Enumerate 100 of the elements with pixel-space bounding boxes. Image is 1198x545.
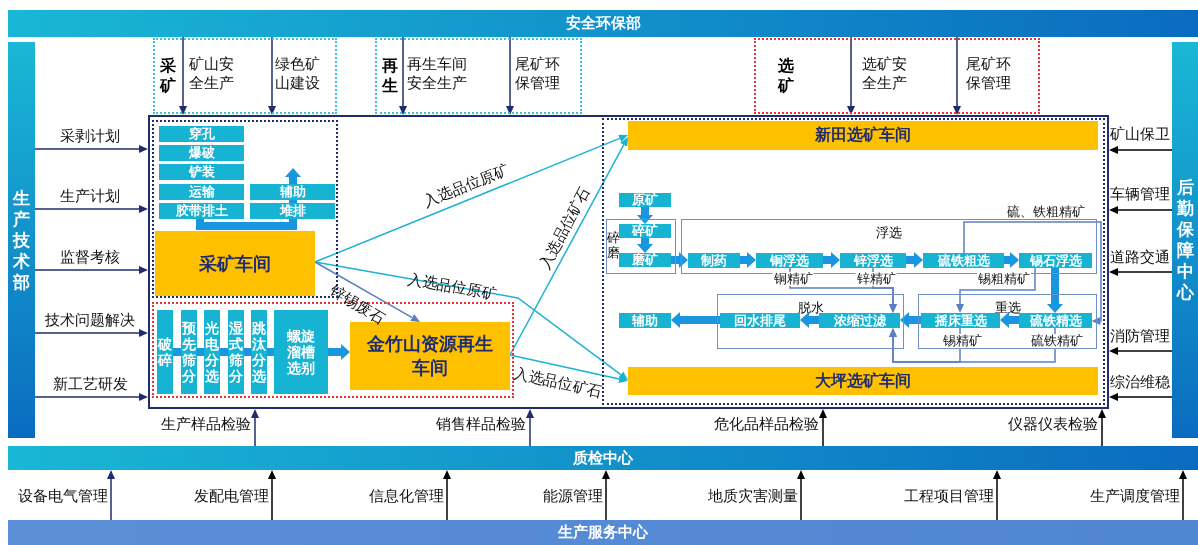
process-step: 跳汰分选 <box>251 310 267 394</box>
arrow <box>993 470 1001 521</box>
flow-arrow <box>196 168 301 230</box>
flow-bar <box>173 348 181 356</box>
flow-arrow <box>671 312 720 328</box>
arrow <box>526 409 534 447</box>
arrow <box>34 266 148 274</box>
arrow <box>602 470 610 521</box>
group-title: 浮选 <box>875 225 903 240</box>
edge-label: 综治维稳 <box>1110 372 1170 392</box>
department-bar: 质检中心 <box>8 446 1198 470</box>
edge-label: 选矿安全生产 <box>862 55 908 93</box>
process-step: 铜浮选 <box>756 253 823 268</box>
process-step: 摇床重选 <box>921 313 1000 328</box>
process-step: 光电分选 <box>204 310 220 394</box>
edge-label: 危化品样品检验 <box>714 414 819 434</box>
arrow <box>268 36 276 115</box>
process-step: 胶带排土 <box>159 203 244 219</box>
arrow <box>399 36 407 115</box>
edge-label: 新工艺研发 <box>52 374 128 394</box>
flow-bar <box>244 348 251 356</box>
process-step: 硫铁粗选 <box>923 253 1004 268</box>
edge-label: 锌精矿 <box>855 272 897 286</box>
group-title: 脱水 <box>796 300 825 315</box>
edge-label: 采剥计划 <box>60 126 120 146</box>
main-frame <box>148 115 1109 409</box>
arrow <box>268 470 276 521</box>
process-group-frame <box>606 219 676 274</box>
section-title: 再生 <box>381 56 399 96</box>
arrow <box>509 137 628 356</box>
arrow <box>34 145 148 153</box>
group-title: 碎磨 <box>607 230 620 260</box>
process-step: 制药 <box>688 253 740 268</box>
edge-label: 矿山安全生产 <box>189 55 235 93</box>
flow-arrow <box>906 252 923 268</box>
edge-label: 能源管理 <box>543 486 603 506</box>
arrow <box>1179 470 1187 521</box>
edge-label: 监督考核 <box>60 247 120 267</box>
edge-label: 尾矿环保管理 <box>515 55 561 93</box>
edge-label: 入选品位矿石 <box>512 364 604 402</box>
edge-label: 生产样品检验 <box>161 414 251 434</box>
process-step: 爆破 <box>159 145 244 161</box>
flow-bar <box>220 348 228 356</box>
department-bar: 后勤保障中心 <box>1172 42 1198 438</box>
edge-label: 硫铁精矿 <box>1030 334 1084 348</box>
edge-label: 锡精矿 <box>941 334 983 348</box>
arrow <box>1109 146 1173 154</box>
arrow <box>963 221 1102 325</box>
arrow <box>956 267 1036 313</box>
flow-arrow <box>328 344 350 360</box>
workshop-box: 采矿车间 <box>155 231 315 296</box>
arrow <box>506 36 514 115</box>
process-group-frame <box>717 294 904 349</box>
edge-label: 工程项目管理 <box>904 486 994 506</box>
department-bar: 安全环保部 <box>8 10 1198 37</box>
arrow <box>1098 409 1106 447</box>
flow-arrow <box>637 207 653 224</box>
section-title: 采矿 <box>159 56 177 96</box>
process-step: 辅助 <box>619 313 671 328</box>
flow-arrow <box>637 238 653 253</box>
process-step: 破碎 <box>157 310 173 394</box>
workshop-box: 大坪选矿车间 <box>628 367 1098 395</box>
flow-arrow <box>823 252 840 268</box>
process-step: 硫铁精选 <box>1019 313 1092 328</box>
process-step: 磨矿 <box>619 253 671 267</box>
arrow <box>819 409 827 447</box>
process-step: 运输 <box>159 184 244 200</box>
arrow <box>509 354 628 383</box>
workshop-area-frame <box>602 118 1105 405</box>
arrow <box>1109 206 1173 214</box>
edge-label: 仪器仪表检验 <box>1008 414 1098 434</box>
workshop-box: 新田选矿车间 <box>628 121 1098 150</box>
edge-label: 绿色矿山建设 <box>275 55 321 93</box>
flow-bar <box>267 348 274 356</box>
arrow <box>314 261 420 322</box>
arrow <box>1109 268 1173 276</box>
process-step: 铲装 <box>159 164 244 180</box>
flow-arrow <box>1047 268 1063 313</box>
section-title: 选矿 <box>777 56 795 96</box>
arrow <box>34 329 148 337</box>
arrow <box>1109 347 1173 355</box>
arrow <box>34 393 148 401</box>
process-step: 穿孔 <box>159 126 244 142</box>
process-step: 辅助 <box>250 184 335 200</box>
edge-label: 生产调度管理 <box>1090 486 1180 506</box>
arrow <box>953 36 961 115</box>
edge-label: 车辆管理 <box>1110 184 1170 204</box>
edge-label: 入选品位原矿 <box>406 269 498 305</box>
arrow <box>179 36 187 115</box>
flow-arrow <box>740 252 756 268</box>
arrow <box>314 134 628 263</box>
flow-arrow <box>671 252 688 268</box>
process-group-frame <box>681 219 1097 274</box>
arrow <box>107 470 115 521</box>
edge-label: 尾矿环保管理 <box>966 55 1012 93</box>
edge-label: 铜精矿 <box>772 272 814 286</box>
arrow <box>314 261 628 380</box>
edge-label: 再生车间安全生产 <box>407 55 468 93</box>
process-step: 预先筛分 <box>181 310 197 394</box>
arrow <box>1109 393 1173 401</box>
